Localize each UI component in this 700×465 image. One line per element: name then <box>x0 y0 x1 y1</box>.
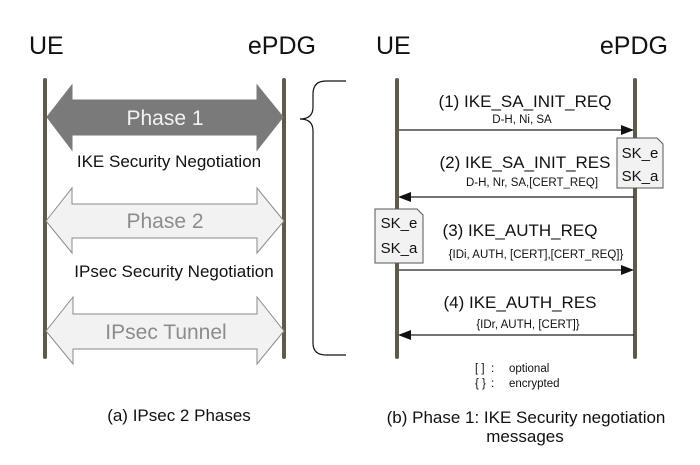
key-sk-a: SK_a <box>381 240 418 257</box>
message-1: (1) IKE_SA_INIT_REQ D-H, Ni, SA <box>399 92 634 135</box>
legend-symbol-optional: [ ] <box>475 363 485 375</box>
key-sk-e: SK_e <box>381 215 418 232</box>
phase1-label: Phase 1 <box>126 107 203 130</box>
message-2: (2) IKE_SA_INIT_RES D-H, Nr, SA,[CERT_RE… <box>398 153 634 202</box>
panel-a-caption: (a) IPsec 2 Phases <box>107 406 251 425</box>
message-payload: {IDr, AUTH, [CERT]} <box>476 319 579 331</box>
key-box-ue: SK_e SK_a <box>374 208 424 264</box>
message-payload: {IDi, AUTH, [CERT],[CERT_REQ]} <box>449 249 624 261</box>
key-sk-e: SK_e <box>622 145 659 162</box>
key-box-epdg: SK_e SK_a <box>616 137 664 189</box>
legend-symbol-encrypted: { } <box>475 378 486 390</box>
message-3: (3) IKE_AUTH_REQ {IDi, AUTH, [CERT],[CER… <box>399 221 634 275</box>
ike-negotiation-note: IKE Security Negotiation <box>77 152 261 171</box>
participant-epdg-label: ePDG <box>248 32 316 60</box>
message-title: (2) IKE_SA_INIT_RES <box>439 153 610 172</box>
legend-separator: : <box>491 363 494 375</box>
legend-meaning-optional: optional <box>509 363 549 375</box>
phase2-arrow: Phase 2 <box>45 186 285 255</box>
phase1-arrow: Phase 1 <box>46 83 284 152</box>
panel-b: UE ePDG (1) IKE_SA_INIT_REQ D-H, Ni, SA … <box>374 32 668 446</box>
panel-b-caption-line1: (b) Phase 1: IKE Security negotiation <box>387 408 666 427</box>
legend: [ ] : optional { } : encrypted <box>475 363 560 390</box>
participant-ue-label: UE <box>376 32 411 60</box>
arrow-right-icon <box>621 125 634 135</box>
participant-epdg-label: ePDG <box>600 32 668 60</box>
message-title: (4) IKE_AUTH_RES <box>443 293 596 312</box>
phase2-label: Phase 2 <box>126 210 203 233</box>
ipsec-tunnel-label: IPsec Tunnel <box>105 321 226 344</box>
legend-meaning-encrypted: encrypted <box>509 378 560 390</box>
ipsec-tunnel-arrow-shape <box>45 295 285 366</box>
phase2-arrow-shape <box>45 186 285 255</box>
phase1-arrow-shape <box>46 83 284 152</box>
arrow-right-icon <box>621 265 634 275</box>
message-payload: D-H, Ni, SA <box>492 114 552 126</box>
message-4: (4) IKE_AUTH_RES {IDr, AUTH, [CERT]} <box>398 293 634 340</box>
key-note-shape <box>616 137 664 189</box>
legend-separator: : <box>491 378 494 390</box>
panel-a: UE ePDG Phase 1 IKE Security Negotiation… <box>29 32 346 425</box>
key-sk-a: SK_a <box>622 168 659 185</box>
message-payload: D-H, Nr, SA,[CERT_REQ] <box>466 177 598 189</box>
ipsec-tunnel-arrow: IPsec Tunnel <box>45 295 285 366</box>
message-title: (3) IKE_AUTH_REQ <box>443 221 598 240</box>
arrow-left-icon <box>398 192 411 202</box>
participant-ue-label: UE <box>29 32 64 60</box>
ipsec-negotiation-note: IPsec Security Negotiation <box>74 262 273 281</box>
phase1-brace <box>299 80 346 356</box>
panel-b-caption-line2: messages <box>486 427 563 446</box>
key-note-shape <box>374 208 424 264</box>
message-title: (1) IKE_SA_INIT_REQ <box>439 92 612 111</box>
arrow-left-icon <box>398 330 411 340</box>
